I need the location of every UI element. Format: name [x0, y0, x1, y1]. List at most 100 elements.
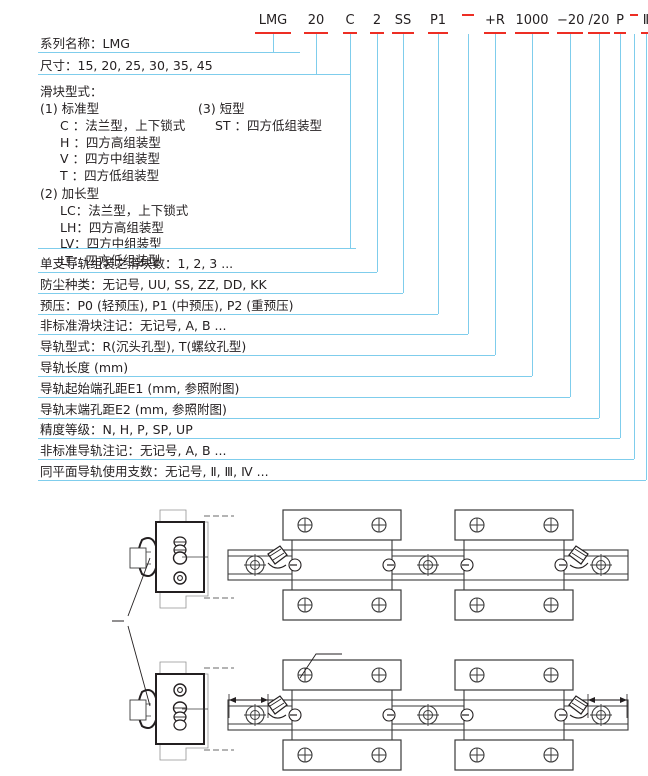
model-code-token-text-13: Ⅱ	[642, 13, 648, 28]
desc-row-7: 导轨末端孔距E2 (mm, 参照附图)	[40, 401, 227, 417]
model-code-token-12	[630, 12, 638, 30]
desc-block-long-head: (2) 加长型	[40, 186, 100, 201]
side-view-driven	[129, 509, 234, 609]
model-code-token-text-9: −20	[557, 13, 585, 28]
model-code-underline-5	[428, 32, 448, 34]
desc-row-0: 单支导轨组装之滑块数：1, 2, 3 ...	[40, 256, 234, 271]
model-code-token-10: /20	[588, 12, 610, 34]
desc-block-std-1: H ：四方高组装型	[60, 134, 161, 150]
desc-row-8: 精度等级：N, H, P, SP, UP	[40, 422, 193, 438]
model-code-underline-2	[343, 32, 357, 34]
top-view-lower	[227, 653, 629, 771]
conn-row-vert-10	[646, 34, 647, 480]
model-code-underline-0	[255, 32, 291, 34]
desc-series: 系列名称：LMG	[40, 36, 130, 51]
rule-row-3	[38, 334, 468, 336]
desc-row-3: 非标准滑块注记：无记号, A, B ...	[40, 318, 227, 334]
side-view-datum	[129, 661, 234, 761]
rule-row-4	[38, 355, 495, 357]
model-code-token-text-0: LMG	[258, 13, 288, 28]
model-code-token-text-11: P	[616, 13, 624, 28]
desc-block-type-title: 滑块型式：	[40, 84, 103, 99]
conn-row-vert-7	[599, 34, 600, 418]
model-code-token-1: 20	[304, 12, 328, 34]
desc-block-std-0: C ：法兰型，上下锁式	[60, 118, 186, 133]
model-code-underline-8	[515, 32, 549, 34]
desc-row-6: 导轨起始端孔距E1 (mm, 参照附图)	[40, 380, 240, 396]
model-code-token-9: −20	[557, 12, 585, 34]
model-code-underline-12	[630, 14, 638, 16]
rule-row-7	[38, 417, 599, 419]
conn-row-vert-1	[403, 34, 404, 293]
model-code-token-3: 2	[370, 12, 384, 34]
model-code-token-4: SS	[392, 12, 414, 34]
model-code-token-2: C	[343, 12, 357, 34]
conn-row-vert-2	[438, 34, 439, 314]
model-code-underline-1	[304, 32, 328, 34]
model-code-underline-11	[614, 32, 626, 34]
conn-row-vert-0	[377, 34, 378, 272]
desc-block-short-head: (3) 短型	[198, 101, 245, 116]
model-code-token-text-4: SS	[394, 13, 412, 28]
desc-block-std-3: T ：四方低组装型	[60, 167, 160, 183]
conn-size-vert	[316, 34, 317, 74]
desc-row-5: 导轨长度 (mm)	[40, 360, 129, 375]
model-code-underline-13	[641, 32, 648, 34]
desc-size: 尺寸：15, 20, 25, 30, 35, 45	[40, 58, 213, 73]
desc-row-10: 同平面导轨使用支数：无记号, Ⅱ, Ⅲ, Ⅳ ...	[40, 464, 269, 479]
desc-block-long-1: LH：四方高组装型	[60, 219, 164, 235]
rule-series	[38, 52, 300, 53]
model-code-token-text-10: /20	[588, 13, 610, 28]
rule-row-10	[38, 480, 646, 481]
model-code-token-5: P1	[428, 12, 448, 34]
conn-row-vert-3	[468, 34, 469, 335]
conn-block-vert	[350, 34, 351, 248]
model-code-token-11: P	[614, 12, 626, 34]
rule-block-type	[38, 248, 356, 249]
rule-row-1	[38, 292, 403, 294]
conn-row-vert-6	[570, 34, 571, 397]
rule-size	[38, 74, 350, 75]
top-view-upper	[227, 509, 629, 621]
rule-row-5	[38, 376, 532, 377]
desc-row-1: 防尘种类：无记号, UU, SS, ZZ, DD, KK	[40, 276, 267, 292]
model-code-token-text-1: 20	[307, 13, 325, 28]
rule-row-8	[38, 438, 620, 440]
model-code-token-8: 1000	[515, 12, 549, 34]
model-code-token-7: +R	[484, 12, 506, 34]
rule-row-6	[38, 396, 570, 398]
model-code-underline-3	[370, 32, 384, 34]
model-code-underline-6	[462, 14, 474, 16]
assembly-drawing	[0, 498, 648, 776]
model-code-token-text-5: P1	[429, 13, 447, 28]
rule-row-2	[38, 313, 438, 315]
model-code-token-text-7: +R	[485, 13, 505, 28]
model-code-underline-7	[484, 32, 506, 34]
desc-row-9: 非标准导轨注记：无记号, A, B ...	[40, 443, 227, 459]
desc-block-std-2: V ：四方中组装型	[60, 151, 161, 166]
desc-block-long-3: LT：四方低组装型	[60, 252, 161, 268]
desc-row-4: 导轨型式：R(沉头孔型), T(螺纹孔型)	[40, 339, 247, 355]
model-code-underline-9	[557, 32, 583, 34]
model-code-token-0: LMG	[255, 12, 291, 34]
conn-row-vert-9	[634, 34, 635, 460]
model-code-token-text-3: 2	[372, 13, 382, 28]
conn-row-vert-5	[532, 34, 533, 376]
model-code-underline-4	[392, 32, 414, 34]
model-code-underline-10	[588, 32, 610, 34]
model-code-row: LMG 20 C 2 SS P1 +R 1000 −20/20 P Ⅱ	[0, 12, 648, 34]
desc-block-long-2: LV：四方中组装型	[60, 236, 162, 251]
desc-block-std-head: (1) 标准型	[40, 101, 100, 116]
model-code-token-text-8: 1000	[515, 13, 549, 28]
conn-row-vert-4	[495, 34, 496, 356]
conn-series-vert	[273, 34, 274, 52]
model-code-token-13: Ⅱ	[641, 12, 648, 34]
desc-block-short-0: ST ：四方低组装型	[215, 118, 323, 133]
conn-row-vert-8	[620, 34, 621, 439]
model-code-token-6	[462, 12, 474, 30]
rule-row-0	[38, 272, 377, 273]
desc-block-long-0: LC：法兰型，上下锁式	[60, 203, 189, 218]
model-code-token-text-2: C	[345, 13, 355, 28]
desc-row-2: 预压：P0 (轻预压), P1 (中预压), P2 (重预压)	[40, 297, 294, 313]
